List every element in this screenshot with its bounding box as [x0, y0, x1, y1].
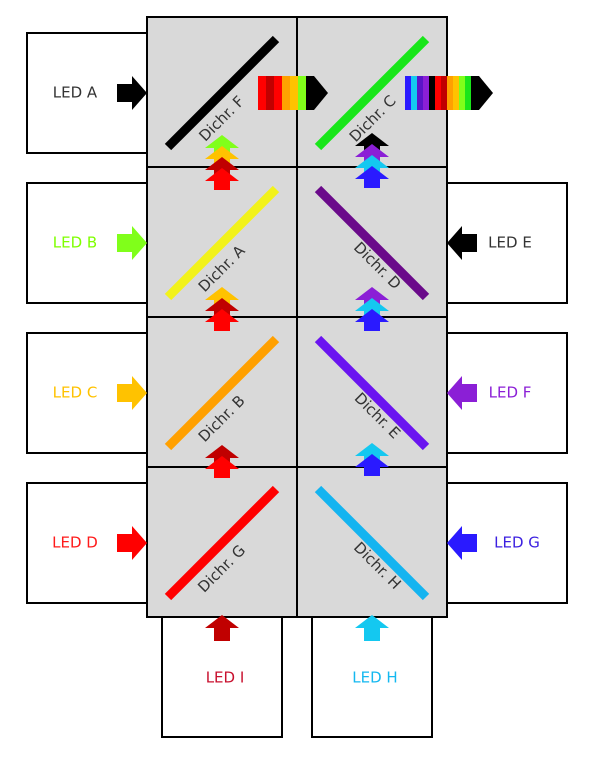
- dichr-c-mirror: [314, 35, 430, 151]
- led-e-arrow-icon: [447, 226, 477, 260]
- led-b-arrow-icon: [117, 226, 147, 260]
- left-beam-row3-arrow-1-icon: [205, 456, 239, 478]
- right-beam-row2-arrow-2-icon: [355, 309, 389, 331]
- left-beam-row1-arrow-3-icon: [205, 168, 239, 190]
- right-beam-row3-arrow-1-icon: [355, 454, 389, 476]
- dichr-e-mirror: [314, 335, 430, 451]
- led-c-label: LED C: [53, 384, 98, 402]
- led-d-label: LED D: [52, 534, 98, 552]
- led-d-arrow-icon: [117, 526, 147, 560]
- led-h-arrow-icon: [355, 615, 389, 641]
- led-b-label: LED B: [53, 234, 97, 252]
- left-beam-row2-arrow-2-icon: [205, 309, 239, 331]
- led-f-arrow-icon: [447, 376, 477, 410]
- led-h-box: [311, 616, 433, 738]
- led-f-label: LED F: [489, 384, 532, 402]
- dichr-d-mirror: [314, 185, 430, 301]
- dichr-h-mirror: [314, 485, 430, 601]
- led-i-label: LED I: [206, 669, 245, 687]
- led-g-arrow-icon: [447, 526, 477, 560]
- led-a-arrow-icon: [117, 76, 147, 110]
- led-e-label: LED E: [488, 234, 532, 252]
- led-i-arrow-icon: [205, 615, 239, 641]
- led-c-arrow-icon: [117, 376, 147, 410]
- dichr-g-mirror: [164, 485, 280, 601]
- led-a-label: LED A: [53, 84, 98, 102]
- dichr-b-mirror: [164, 335, 280, 451]
- dichr-a-mirror: [164, 185, 280, 301]
- led-g-label: LED G: [494, 534, 540, 552]
- led-h-label: LED H: [352, 669, 397, 687]
- right-beam-row1-arrow-3-icon: [355, 166, 389, 188]
- beam-f-to-c-arrow-6-icon: [306, 76, 328, 110]
- dichr-f-mirror: [164, 35, 280, 151]
- output-beam-arrow-11-icon: [471, 76, 493, 110]
